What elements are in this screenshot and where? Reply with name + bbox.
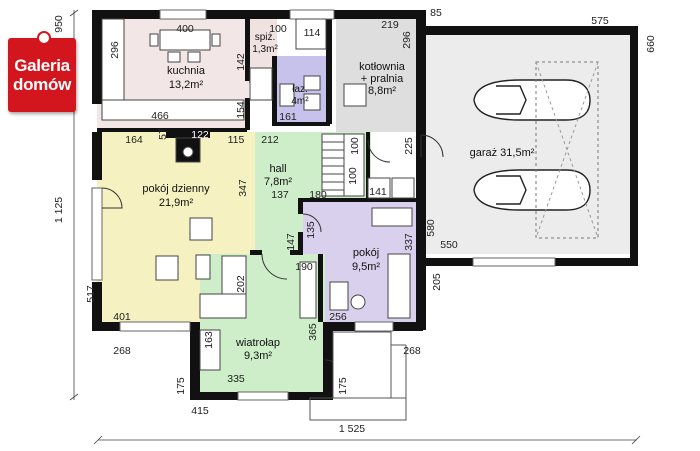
- dim-190: 190: [295, 261, 313, 273]
- bathroom-area: 4m²: [291, 96, 309, 107]
- boiler-room-name: kotłownia: [359, 61, 406, 73]
- dim-580: 580: [425, 219, 437, 237]
- dim-268-right: 268: [403, 345, 421, 357]
- vestibule-area: 9,3m²: [244, 350, 272, 362]
- dim-219: 219: [381, 19, 399, 31]
- room-area: 9,5m²: [352, 261, 380, 273]
- dim-466: 466: [151, 110, 169, 122]
- dim-100-hall: 100: [347, 167, 359, 185]
- hall-floor-lower: [255, 202, 303, 254]
- dim-550: 550: [440, 239, 458, 251]
- dim-154: 154: [235, 101, 247, 119]
- dim-335: 335: [227, 373, 245, 385]
- vestibule-name: wiatrołap: [235, 337, 280, 349]
- garage-door-diagonals: [535, 61, 599, 239]
- dim-1525: 1 525: [339, 423, 365, 435]
- dim-85: 85: [430, 7, 442, 19]
- dim-122: 122: [191, 129, 209, 141]
- boiler-room-name-2: + pralnia: [361, 73, 404, 85]
- dim-660: 660: [645, 35, 657, 53]
- dim-337: 337: [403, 233, 415, 251]
- dim-365: 365: [307, 323, 319, 341]
- dim-163: 163: [203, 331, 215, 349]
- dim-175-left: 175: [175, 377, 187, 395]
- bathroom-name: łaz.: [292, 84, 308, 95]
- dim-161: 161: [279, 111, 297, 123]
- dim-212: 212: [261, 134, 279, 146]
- garage-door-outline: [535, 61, 599, 239]
- dim-517: 517: [85, 285, 97, 303]
- hall-name: hall: [269, 163, 286, 175]
- dim-175-right: 175: [337, 377, 349, 395]
- dim-141: 141: [369, 186, 387, 198]
- dim-400: 400: [176, 23, 194, 35]
- dim-296-boiler: 296: [401, 31, 413, 49]
- boiler-room-area: 8,8m²: [368, 85, 396, 97]
- logo-line-1: Galeria: [14, 56, 70, 75]
- stairs: [321, 133, 365, 197]
- windows: [91, 9, 556, 401]
- room-name: pokój: [353, 247, 379, 259]
- furniture: [101, 18, 415, 371]
- dim-575: 575: [591, 15, 609, 27]
- dim-180: 180: [309, 189, 327, 201]
- dim-256: 256: [329, 311, 347, 323]
- dim-115: 115: [228, 134, 245, 146]
- pantry-name: spiż.: [255, 32, 276, 43]
- garage-floor: [424, 30, 630, 254]
- cars: [473, 79, 591, 211]
- dim-202: 202: [235, 275, 247, 293]
- dim-415: 415: [191, 405, 209, 417]
- tag-hole-icon: [37, 31, 51, 45]
- garage-label: garaż 31,5m²: [470, 147, 535, 159]
- kitchen-area: 13,2m²: [169, 79, 204, 91]
- dim-57: 57: [157, 128, 169, 140]
- dim-147: 147: [285, 233, 297, 251]
- dim-950: 950: [53, 15, 65, 33]
- boiler-room-floor: [336, 14, 424, 132]
- garage-name: garaż: [470, 147, 498, 159]
- living-room-name: pokój dzienny: [142, 183, 210, 195]
- dim-142: 142: [235, 53, 247, 71]
- dim-114: 114: [304, 27, 321, 39]
- dim-225: 225: [403, 137, 415, 155]
- galeria-domow-logo[interactable]: Galeria domów: [8, 31, 76, 112]
- pantry-area: 1,3m²: [252, 44, 278, 55]
- dim-1125: 1 125: [53, 197, 65, 223]
- dim-100: 100: [269, 23, 287, 35]
- living-room-area: 21,9m²: [159, 197, 194, 209]
- dim-137: 137: [271, 189, 289, 201]
- porch: [309, 331, 407, 421]
- dim-135: 135: [305, 221, 317, 239]
- hall-area: 7,8m²: [264, 176, 292, 188]
- dim-268-left: 268: [113, 345, 131, 357]
- dim-205: 205: [431, 273, 443, 291]
- dim-347: 347: [237, 179, 249, 197]
- dim-401: 401: [113, 311, 131, 323]
- logo-line-2: domów: [13, 75, 71, 94]
- dim-164: 164: [125, 134, 143, 146]
- dim-296-kitchen: 296: [109, 41, 121, 59]
- kitchen-name: kuchnia: [167, 65, 206, 77]
- garage-area: 31,5m²: [500, 147, 535, 159]
- dim-100-stairs: 100: [349, 137, 361, 155]
